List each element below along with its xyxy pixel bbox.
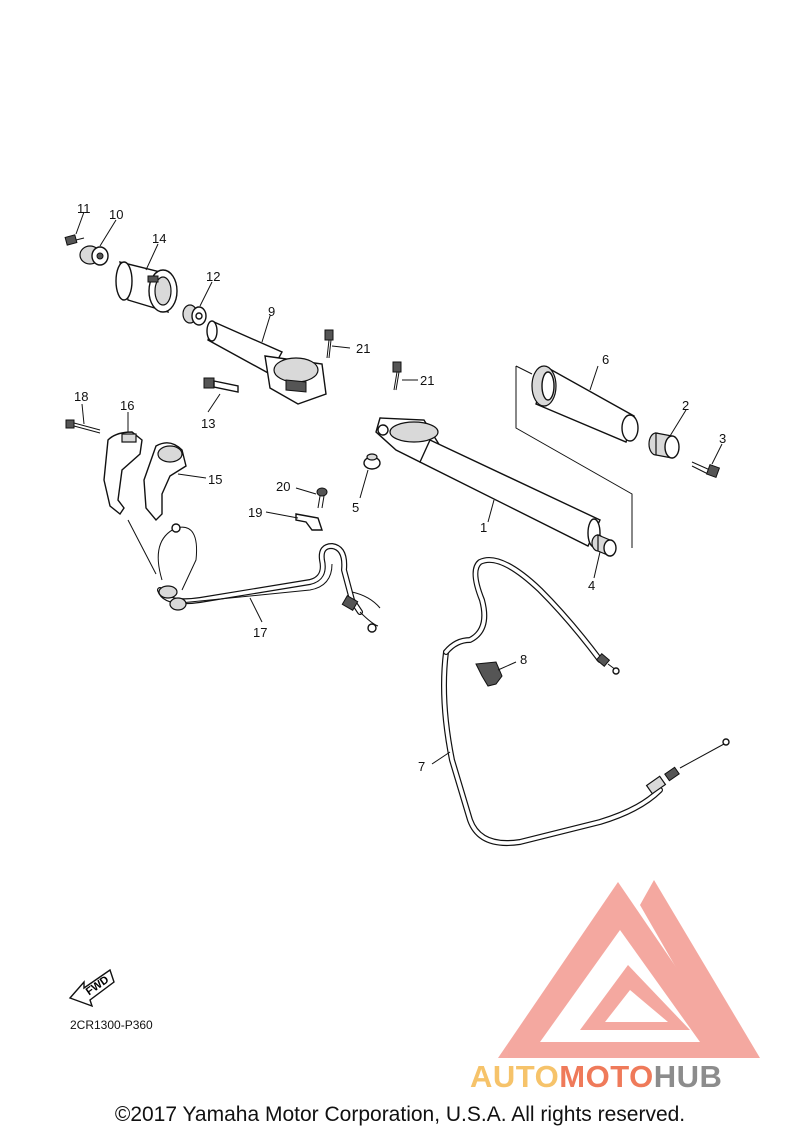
grip-6	[531, 365, 639, 443]
callout-12: 12	[206, 269, 220, 284]
callout-9: 9	[268, 304, 275, 319]
watermark-logo	[498, 880, 760, 1058]
screw-20	[316, 487, 328, 509]
callout-21-right: 21	[420, 373, 434, 388]
callout-2: 2	[682, 398, 689, 413]
watermark-part-2: MOTO	[559, 1059, 654, 1094]
throttle-grip-14	[115, 261, 178, 314]
clamp-19	[295, 513, 323, 531]
callout-labels: 1 2 3 4 5 6 7 8 9 10 11 12 13 14 15 16 1…	[74, 201, 726, 774]
callout-16: 16	[120, 398, 134, 413]
callout-14: 14	[152, 231, 166, 246]
callout-21-left: 21	[356, 341, 370, 356]
throttle-cable-7	[441, 556, 730, 846]
copyright-notice: ©2017 Yamaha Motor Corporation, U.S.A. A…	[114, 1103, 686, 1126]
end-weight-2	[648, 432, 680, 459]
callout-11: 11	[77, 201, 91, 216]
bolt-11	[64, 234, 85, 246]
watermark-text: AUTOMOTOHUB	[470, 1060, 795, 1094]
callout-18: 18	[74, 389, 88, 404]
bolt-5	[363, 453, 381, 470]
callout-10: 10	[109, 207, 123, 222]
bolt-13	[203, 377, 239, 393]
assembly-outline	[515, 365, 633, 548]
callout-13: 13	[201, 416, 215, 431]
collar-4	[591, 534, 617, 557]
callout-19: 19	[248, 505, 262, 520]
cable-clamp-8	[475, 661, 503, 687]
watermark-part-3: HUB	[653, 1059, 723, 1094]
collar-12	[182, 304, 207, 326]
diagram-code: 2CR1300-P360	[70, 1018, 153, 1032]
callout-20: 20	[276, 479, 290, 494]
bar-end-weight-10	[79, 245, 109, 266]
callout-17: 17	[253, 625, 267, 640]
handlebar-left-9	[206, 320, 327, 405]
screw-3	[691, 461, 721, 479]
handlebar-right-1	[375, 417, 601, 548]
callout-3: 3	[719, 431, 726, 446]
callout-4: 4	[588, 578, 595, 593]
throttle-housing-16	[103, 431, 143, 516]
callout-1: 1	[480, 520, 487, 535]
throttle-housing-15	[143, 442, 187, 522]
callout-15: 15	[208, 472, 222, 487]
screw-18	[65, 419, 101, 434]
callout-5: 5	[352, 500, 359, 515]
callout-7: 7	[418, 759, 425, 774]
watermark-part-1: AUTO	[470, 1059, 560, 1094]
bolt-21-right	[392, 361, 402, 391]
switch-harness-17	[127, 519, 381, 633]
bolt-21-left	[324, 329, 334, 359]
leader-lines	[75, 211, 723, 765]
forward-arrow-icon: FWD	[68, 968, 115, 1008]
callout-6: 6	[602, 352, 609, 367]
callout-8: 8	[520, 652, 527, 667]
